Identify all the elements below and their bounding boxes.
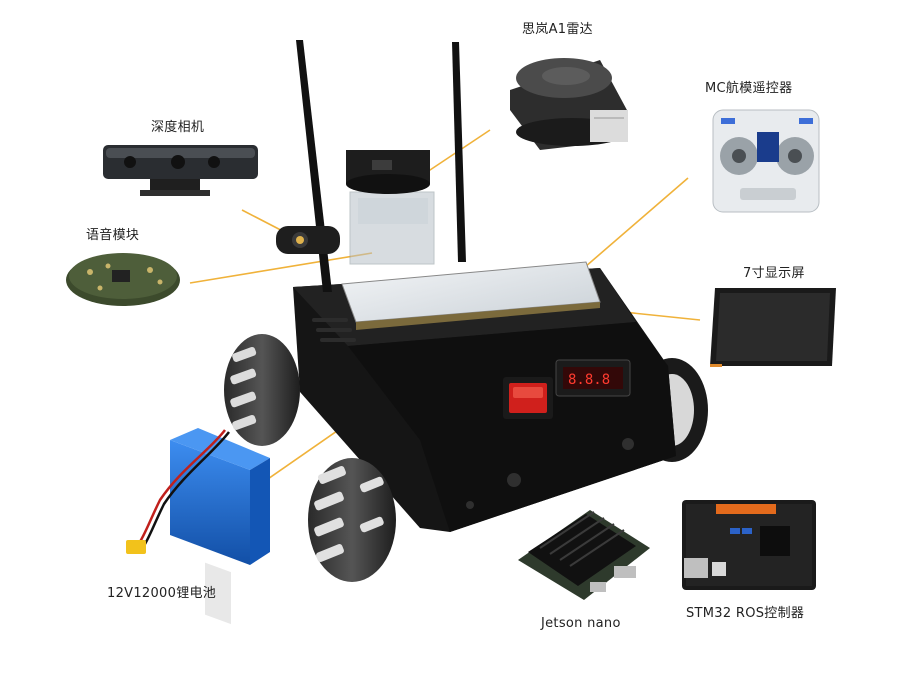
label-lidar: 思岚A1雷达 [522, 22, 593, 37]
mecanum-wheel-front-left [308, 458, 396, 582]
label-battery: 12V12000锂电池 [107, 586, 217, 601]
voltmeter-display: 8.8.8 [555, 359, 631, 397]
side-vents [312, 318, 356, 342]
svg-text:8.8.8: 8.8.8 [568, 372, 610, 388]
lidar-tower [346, 150, 435, 265]
depth-camera-mounted [276, 226, 340, 254]
power-switch [503, 377, 553, 419]
robot-car: 8.8.8 [224, 40, 708, 582]
lidar-image [510, 58, 628, 150]
chassis-holes [466, 438, 634, 509]
label-remote-controller: MC航模遥控器 [705, 81, 793, 96]
leader-line-remote [584, 177, 689, 268]
jetson-nano-image [518, 510, 650, 600]
voice-module-image [66, 253, 180, 306]
top-display-panel [341, 261, 601, 330]
battery-image [126, 428, 270, 625]
display-image [710, 288, 836, 367]
mecanum-wheel-back-left [224, 334, 300, 446]
stm32-board-image [682, 500, 816, 590]
leader-line-voice-module [189, 252, 373, 284]
remote-controller-image [712, 109, 820, 213]
depth-camera-image [103, 145, 258, 196]
label-voice-module: 语音模块 [86, 228, 140, 243]
label-jetson-nano: Jetson nano [541, 616, 621, 631]
label-display: 7寸显示屏 [743, 266, 805, 281]
label-depth-camera: 深度相机 [151, 120, 205, 135]
label-stm32-ros-controller: STM32 ROS控制器 [686, 606, 805, 621]
